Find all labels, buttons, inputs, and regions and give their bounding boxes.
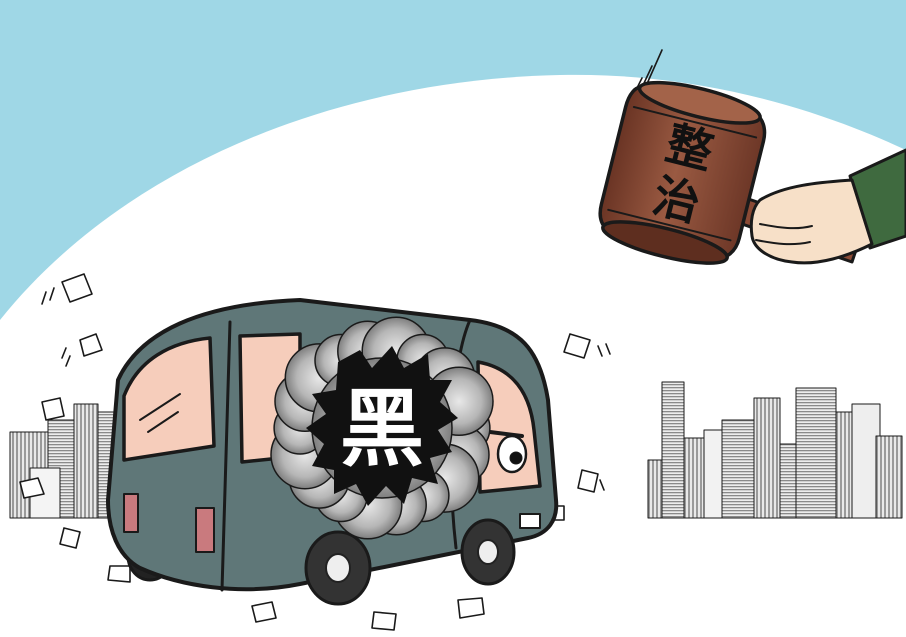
left-city-skyline [9,403,119,519]
bus-wheel [460,518,516,586]
flying-papers [19,273,599,631]
black-emblem [306,346,458,506]
hand [749,178,874,265]
bus-rear-window [122,336,216,462]
angry-eye [488,430,528,474]
gavel-with-hand: 整 治 [598,80,906,265]
right-city-skyline [647,381,903,519]
smoke-cloud: 黑 [270,316,494,540]
bus-wheel [304,530,372,606]
bus-emblem-character: 黑 [340,380,424,478]
tail-light [195,507,215,553]
tail-light [123,493,139,533]
